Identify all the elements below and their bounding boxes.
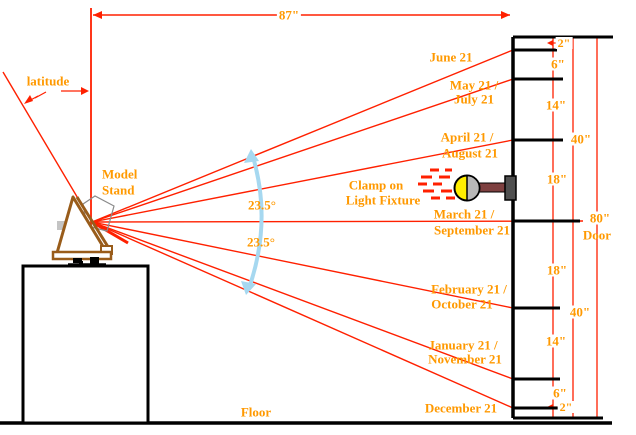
month-label-december: December 21 [424,400,498,416]
month-label-august: August 21 [442,145,498,161]
door-height-label: 80" [587,210,613,226]
latitude-label: latitude [26,73,70,89]
fixture-clamp [504,175,517,201]
segment-label-6-top: 6" [549,56,567,72]
month-label-september: September 21 [434,222,510,238]
two-inch-arrow-top-head [547,40,553,46]
latitude-arrow-to-vertical-head [81,87,89,95]
declination-lower-label: 23.5° [247,234,275,250]
latitude-arrow-to-axis [26,91,47,103]
month-label-april: April 21 / [440,129,494,145]
fixture-reflector [466,174,481,202]
stand-base-plate [51,250,113,261]
ray-april-august [91,139,514,223]
fixture-handle [477,182,509,193]
top-dim-arrow-left [93,11,102,19]
forty-label-bottom: 40" [567,304,593,320]
segment-label-14-bottom: 14" [543,333,569,349]
stand-hardware-bolt-left [73,258,82,263]
segment-label-2-top: 2" [555,36,573,50]
segment-label-2-bottom: 2" [557,400,575,414]
declination-upper-label: 23.5° [248,197,276,213]
ray-june [91,49,514,223]
month-label-january: January 21 / [428,337,498,353]
segment-label-14-top: 14" [543,97,569,113]
declination-arc [247,156,264,289]
ray-may-july [91,78,514,223]
month-label-june: June 21 [429,49,473,65]
door-label: Door [582,227,612,243]
floor-label: Floor [240,404,272,420]
month-label-may: May 21 / [449,77,499,93]
ray-february-october [91,221,514,309]
ray-january-november [91,221,514,380]
segment-label-18-top: 18" [544,171,570,187]
month-label-march: March 21 / [433,206,495,222]
ray-december [91,221,514,409]
month-label-february: February 21 / [431,281,507,297]
ray-march-september [91,220,584,223]
top-width-dimension-label: 87" [276,7,302,23]
month-label-october: October 21 [431,296,493,312]
forty-label-top: 40" [568,131,594,147]
declination-arc-arrow-bottom [241,281,256,295]
fixture-label-line1: Clamp on [348,177,404,193]
month-label-july: July 21 [453,91,495,107]
stand-board [75,196,112,251]
stand-hardware-bolt-right [90,257,99,264]
model-stand-label-line2: Stand [102,182,135,198]
month-label-november: November 21 [428,351,502,367]
fixture-label-line2: Light Fixture [345,192,421,208]
stand-hardware-nut [79,261,83,264]
segment-label-18-bottom: 18" [544,262,570,278]
declination-arc-arrow-top [244,149,259,163]
segment-label-6-bottom: 6" [551,385,569,401]
model-stand-label-line1: Model [102,166,138,182]
top-dim-arrow-right [501,11,510,19]
pedestal-box [21,264,150,425]
latitude-arrow-to-axis-head [24,95,33,104]
ray-apex-thick [91,220,129,245]
